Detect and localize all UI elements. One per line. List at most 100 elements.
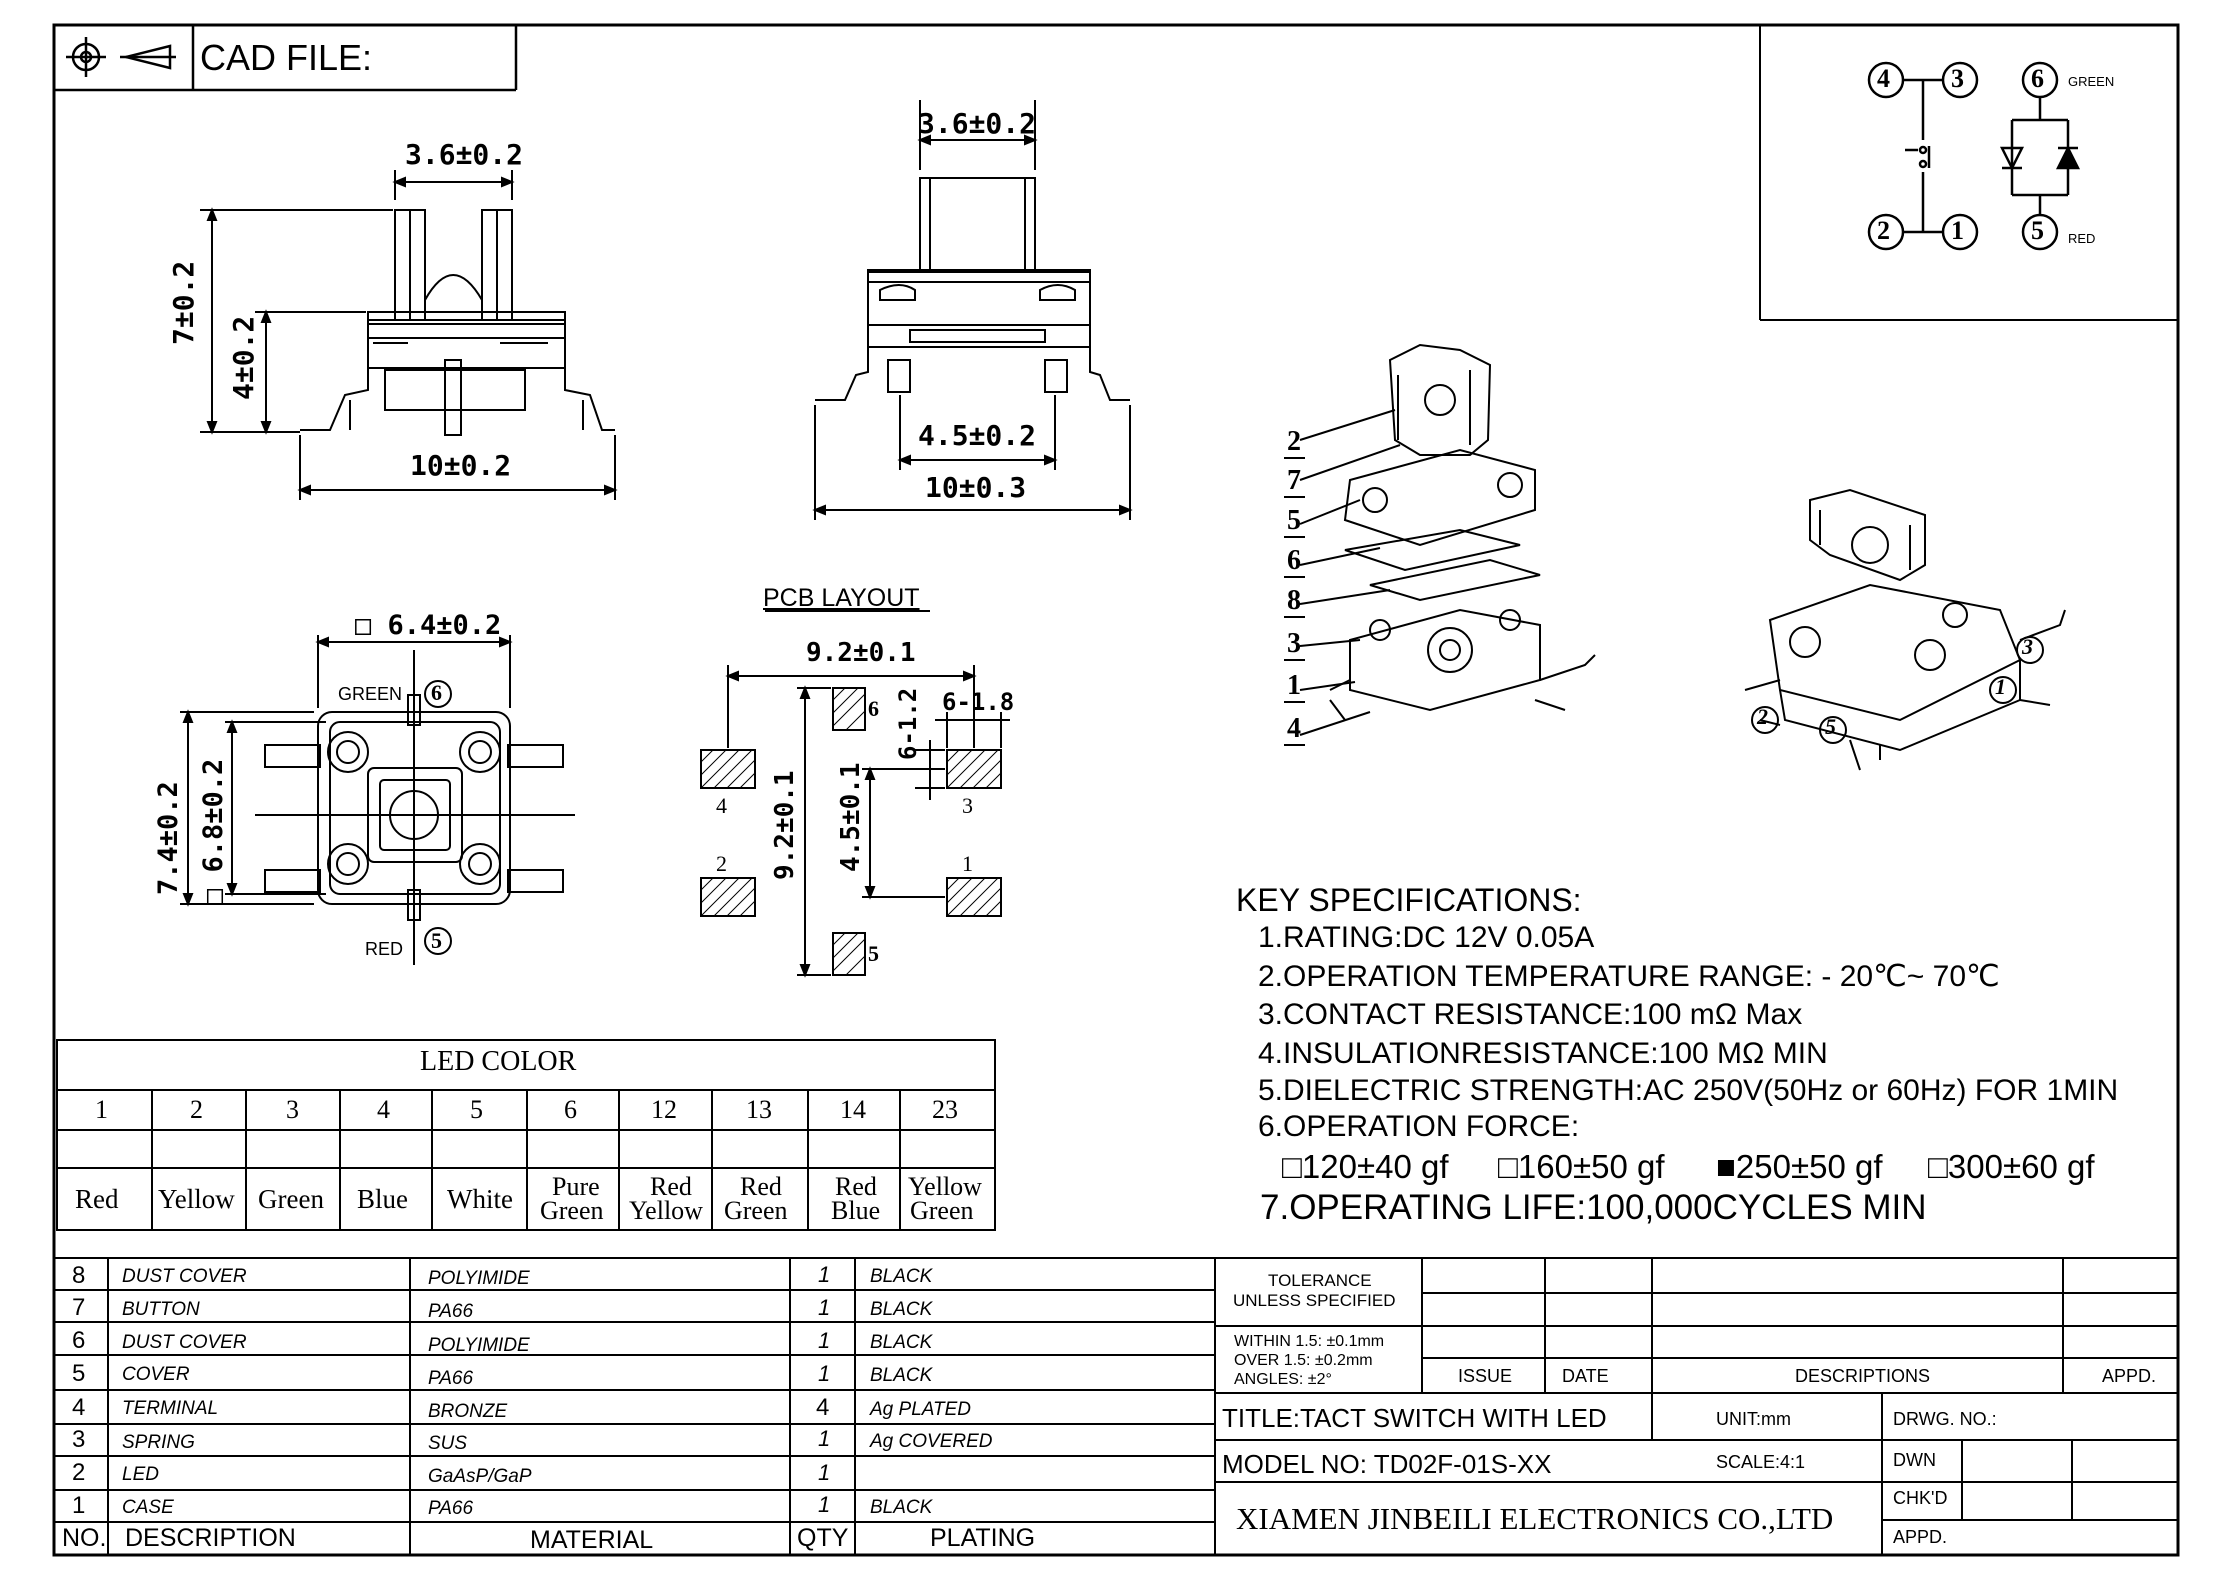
assembled-view-drawing (1744, 488, 2066, 771)
cad-file-label: CAD FILE: (200, 37, 373, 78)
bottom-red-label: RED (365, 939, 404, 959)
assembled-label-5: 5 (1825, 714, 1836, 739)
dim-side-height: 7±0.2 (167, 260, 200, 345)
exploded-view-drawing (1284, 343, 1596, 746)
schematic-pin-5: 5 (2031, 216, 2044, 245)
bom-no: 8 (72, 1262, 86, 1289)
bom-header-plating: PLATING (930, 1524, 1036, 1552)
pcb-pad-1: 1 (962, 851, 973, 876)
bom-material: SUS (428, 1433, 468, 1454)
bom-no: 1 (72, 1492, 86, 1519)
dim-bottom-h2: □ 6.8±0.2 (198, 758, 229, 905)
dim-side-top: 3.6±0.2 (405, 138, 524, 171)
pcb-pad-2: 2 (716, 851, 727, 876)
led-code-3: 3 (286, 1095, 299, 1124)
schematic-pin-1: 1 (1951, 216, 1964, 245)
led-code-2: 2 (190, 1095, 203, 1124)
bom-qty: 1 (818, 1492, 831, 1517)
bom-material: POLYIMIDE (428, 1335, 530, 1356)
force-option-300[interactable]: □300±60 gf (1928, 1148, 2095, 1185)
spec-line-3: 3.CONTACT RESISTANCE:100 mΩ Max (1258, 998, 1803, 1031)
schematic-box (1759, 25, 2178, 321)
bom-desc: COVER (122, 1364, 190, 1385)
schematic-drawing (1867, 61, 2081, 251)
tolerance-title: TOLERANCE (1268, 1271, 1372, 1290)
bom-desc: BUTTON (122, 1299, 200, 1320)
bom-qty: 1 (818, 1295, 831, 1320)
spec-operating-life: 7.OPERATING LIFE:100,000CYCLES MIN (1260, 1188, 1927, 1227)
dim-pcb-spacing: 4.5±0.1 (836, 762, 866, 872)
led-color-14-line2: Blue (831, 1196, 881, 1225)
pcb-layout-title: PCB LAYOUT (763, 584, 920, 612)
scale-label: SCALE:4:1 (1716, 1452, 1806, 1472)
schematic-green-label: GREEN (2068, 74, 2115, 89)
led-code-6: 6 (564, 1095, 577, 1124)
led-color-1: Red (75, 1184, 119, 1214)
bom-desc: DUST COVER (122, 1266, 247, 1287)
spec-line-1: 1.RATING:DC 12V 0.05A (1258, 921, 1595, 954)
led-code-14: 14 (840, 1095, 866, 1124)
led-color-title: LED COLOR (420, 1046, 577, 1077)
tolerance-subtitle: UNLESS SPECIFIED (1233, 1291, 1396, 1310)
rev-issue-header: ISSUE (1458, 1366, 1513, 1386)
bom-table-grid (54, 1257, 2178, 1555)
led-color-12-line2: Yellow (629, 1196, 703, 1225)
pcb-pad-3: 3 (962, 793, 973, 818)
bom-header-material: MATERIAL (530, 1526, 654, 1554)
front-view-drawing (812, 100, 1133, 520)
assembled-label-3: 3 (2022, 634, 2033, 659)
bom-header-description: DESCRIPTION (125, 1524, 296, 1552)
bom-material: POLYIMIDE (428, 1268, 530, 1289)
led-color-12-line1: Red (650, 1172, 692, 1201)
exploded-label-4: 4 (1287, 713, 1301, 744)
dim-side-body: 4±0.2 (227, 315, 260, 400)
force-option-250[interactable]: ■250±50 gf (1716, 1148, 1883, 1185)
side-view-drawing (200, 170, 618, 500)
led-color-2: Yellow (158, 1184, 235, 1214)
led-color-14-line1: Red (835, 1172, 877, 1201)
bottom-green-label: GREEN (338, 684, 403, 704)
led-code-23: 23 (932, 1095, 958, 1124)
bom-no: 6 (72, 1327, 86, 1354)
led-color-6-line1: Pure (552, 1172, 600, 1201)
bom-header-qty: QTY (797, 1524, 849, 1552)
dim-bottom-square: □ 6.4±0.2 (355, 610, 502, 641)
tolerance-within: WITHIN 1.5: ±0.1mm (1234, 1333, 1385, 1350)
led-color-3: Green (258, 1184, 324, 1214)
rev-descriptions-header: DESCRIPTIONS (1795, 1366, 1931, 1386)
bom-plating: BLACK (870, 1365, 933, 1386)
spec-line-4: 4.INSULATIONRESISTANCE:100 MΩ MIN (1258, 1037, 1828, 1070)
force-option-120[interactable]: □120±40 gf (1282, 1148, 1449, 1185)
led-color-13-line2: Green (724, 1196, 788, 1225)
projection-symbol-icon (66, 37, 176, 77)
cad-header-box (54, 25, 518, 92)
dim-pcb-pad-height: 6-1.2 (894, 687, 922, 760)
exploded-label-5: 5 (1287, 505, 1301, 536)
exploded-label-7: 7 (1287, 465, 1301, 496)
schematic-pin-3: 3 (1951, 64, 1964, 93)
rev-date-header: DATE (1562, 1366, 1609, 1386)
rev-appd-header: APPD. (2102, 1366, 2157, 1386)
bom-qty: 1 (818, 1361, 831, 1386)
bom-qty: 1 (818, 1460, 831, 1485)
tolerance-angles: ANGLES: ±2° (1234, 1371, 1332, 1388)
dim-front-width: 10±0.3 (925, 471, 1027, 504)
bom-qty: 1 (818, 1328, 831, 1353)
sheet-border (52, 23, 2180, 1557)
bom-qty: 1 (818, 1426, 831, 1451)
bom-no: 7 (72, 1294, 86, 1321)
bottom-pin-6: 6 (431, 680, 442, 705)
bom-no: 2 (72, 1459, 86, 1486)
dim-pcb-width: 9.2±0.1 (806, 638, 916, 668)
specs-title: KEY SPECIFICATIONS: (1236, 882, 1582, 918)
unit-label: UNIT:mm (1716, 1409, 1791, 1429)
bom-no: 3 (72, 1426, 86, 1453)
bom-header-no: NO. (62, 1524, 107, 1552)
bom-material: GaAsP/GaP (428, 1466, 532, 1487)
schematic-red-label: RED (2068, 231, 2096, 246)
company-name: XIAMEN JINBEILI ELECTRONICS CO.,LTD (1236, 1501, 1834, 1536)
force-option-160[interactable]: □160±50 gf (1498, 1148, 1665, 1185)
exploded-label-6: 6 (1287, 545, 1301, 576)
dim-bottom-h1: 7.4±0.2 (153, 781, 184, 895)
